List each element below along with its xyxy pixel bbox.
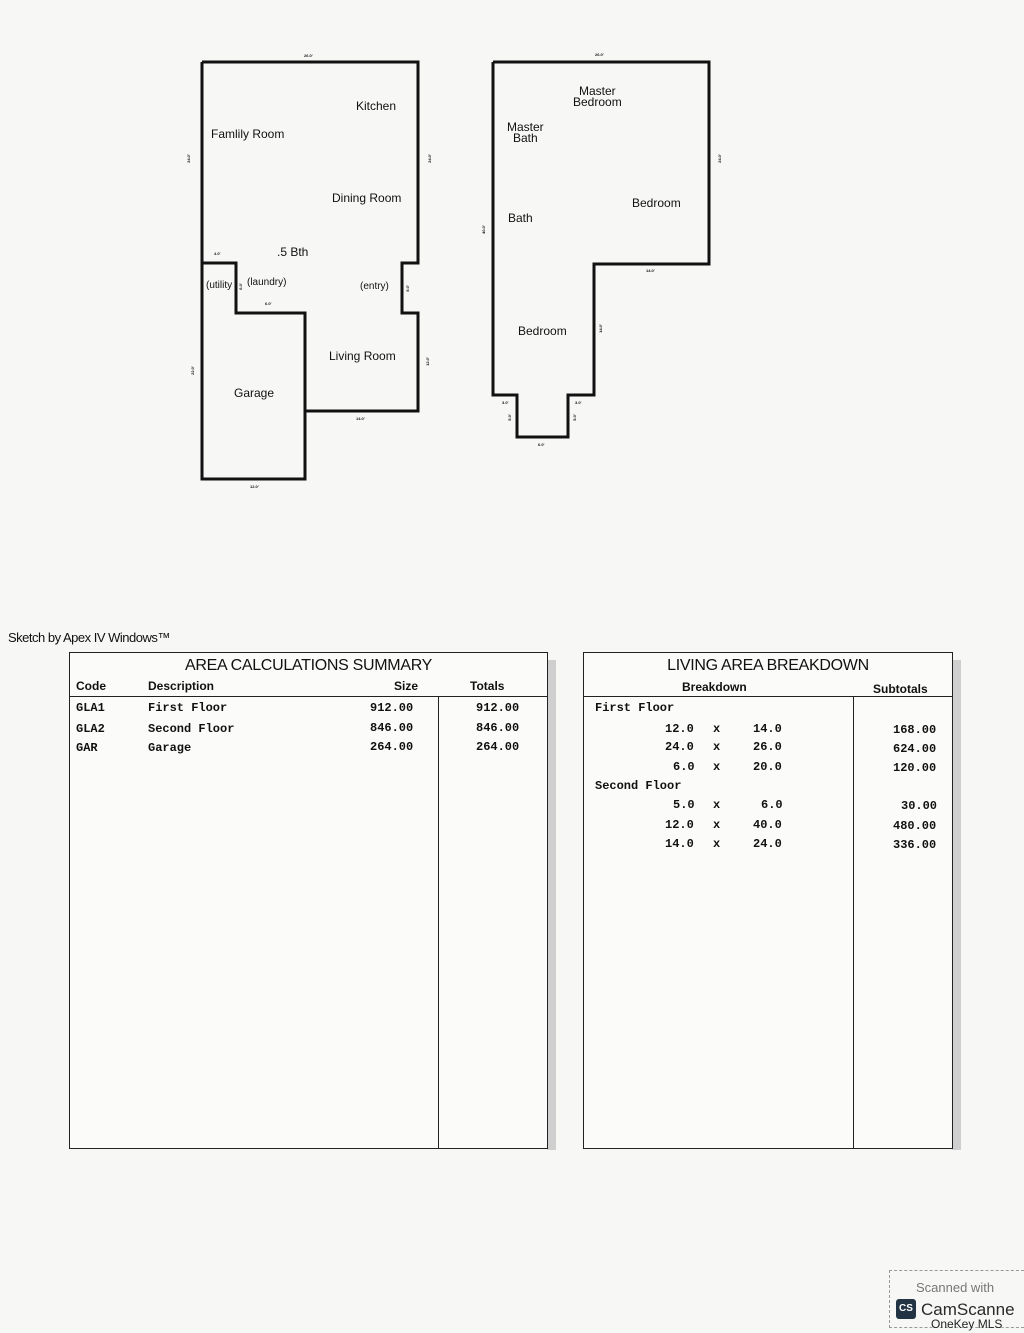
row-code: GAR <box>76 741 98 755</box>
living-area-title: LIVING AREA BREAKDOWN <box>667 657 869 674</box>
breakdown-dim-a: 5.0 <box>673 798 695 812</box>
row-size: 264.00 <box>370 740 414 754</box>
garage-label: Garage <box>234 386 275 400</box>
laundry-dim: 6.0' <box>237 283 243 290</box>
bedroom-right-label: Bedroom <box>632 196 681 210</box>
breakdown-subtotal: 336.00 <box>893 838 937 852</box>
breakdown-dim-b: 26.0 <box>753 740 782 754</box>
master-bedroom-label: Master Bedroom <box>573 84 622 109</box>
row-code: GLA2 <box>76 722 105 736</box>
scanned-with-text: Scanned with <box>916 1280 995 1295</box>
breakdown-times: x <box>713 760 721 774</box>
breakdown-header: Breakdown <box>682 680 747 694</box>
sketch-credit: Sketch by Apex IV Windows™ <box>8 630 170 645</box>
first-floor-top-dim: 26.0' <box>304 53 313 58</box>
breakdown-subtotal: 120.00 <box>893 761 937 775</box>
row-description: Second Floor <box>148 722 235 736</box>
second-floor-lower-right-dim: 14.0' <box>597 324 603 333</box>
breakdown-subtotal: 30.00 <box>901 799 938 813</box>
notch-left-top-dim: 3.0' <box>502 400 509 405</box>
row-size: 912.00 <box>370 701 414 715</box>
breakdown-subtotal: 168.00 <box>893 723 937 737</box>
laundry-label: (laundry) <box>247 277 287 288</box>
breakdown-times: x <box>713 740 721 754</box>
breakdown-dim-b: 20.0 <box>753 760 782 774</box>
living-area-panel: LIVING AREA BREAKDOWN Breakdown Subtotal… <box>583 652 953 1149</box>
utility-label: (utility <box>206 280 233 291</box>
breakdown-dim-b: 6.0 <box>761 798 783 812</box>
living-room-label: Living Room <box>329 349 396 363</box>
breakdown-dim-a: 24.0 <box>665 740 694 754</box>
size-header: Size <box>394 679 419 693</box>
breakdown-dim-b: 40.0 <box>753 818 782 832</box>
camscanner-logo-icon: CS <box>896 1299 916 1319</box>
breakdown-dim-b: 14.0 <box>753 722 782 736</box>
breakdown-times: x <box>713 818 721 832</box>
notch-bottom-dim: 6.0' <box>538 442 545 447</box>
second-floor-outline <box>491 60 711 439</box>
floor-plan-outlines <box>200 60 711 481</box>
breakdown-times: x <box>713 837 721 851</box>
garage-bottom-dim: 12.0' <box>250 484 259 489</box>
breakdown-times: x <box>713 798 721 812</box>
camscanner-name: CamScanne <box>921 1300 1015 1319</box>
family-room-label: Famlily Room <box>211 127 285 141</box>
second-floor-mid-dim: 14.0' <box>646 268 655 273</box>
second-floor-label: Second Floor <box>595 779 682 793</box>
utility-dim: 4.0' <box>214 251 221 256</box>
first-floor-label: First Floor <box>595 701 675 715</box>
living-bottom-dim: 14.0' <box>356 416 365 421</box>
entry-dim: 5.0' <box>404 285 410 292</box>
subtotals-column-line <box>853 697 854 1148</box>
dining-room-label: Dining Room <box>332 191 402 205</box>
entry-label: (entry) <box>360 281 389 292</box>
area-summary-title: AREA CALCULATIONS SUMMARY <box>184 657 433 674</box>
breakdown-dim-a: 14.0 <box>665 837 694 851</box>
notch-right-top-dim: 3.0' <box>575 400 582 405</box>
laundry-bottom-dim: 6.0' <box>265 301 272 306</box>
header-rule <box>70 696 547 697</box>
garage-outline <box>200 263 307 481</box>
header-rule <box>584 696 952 697</box>
breakdown-times: x <box>713 722 721 736</box>
row-total: 846.00 <box>476 721 520 735</box>
half-bath-label: .5 Bth <box>277 245 309 259</box>
camscanner-badge: Scanned with CS CamScanne <box>889 1270 1024 1328</box>
row-description: First Floor <box>148 701 228 715</box>
onekey-mls-watermark: OneKey MLS <box>931 1317 1003 1331</box>
first-floor-left-dim: 24.0' <box>185 154 191 163</box>
row-description: Garage <box>148 741 192 755</box>
kitchen-label: Kitchen <box>356 99 397 113</box>
notch-right-side-dim: 5.0' <box>571 414 577 421</box>
row-size: 846.00 <box>370 721 414 735</box>
code-header: Code <box>76 679 106 693</box>
garage-left-dim: 22.0' <box>189 366 195 375</box>
breakdown-dim-a: 12.0 <box>665 818 694 832</box>
totals-header: Totals <box>470 679 505 693</box>
subtotals-header: Subtotals <box>873 682 928 696</box>
breakdown-dim-a: 12.0 <box>665 722 694 736</box>
breakdown-subtotal: 624.00 <box>893 742 937 756</box>
area-summary-shadow <box>547 660 556 1150</box>
row-total: 912.00 <box>476 701 520 715</box>
living-right-dim: 12.0' <box>424 357 430 366</box>
master-bath-label: Master Bath <box>507 120 544 145</box>
bedroom-lower-label: Bedroom <box>518 324 567 338</box>
second-floor-top-dim: 26.0' <box>595 52 604 57</box>
breakdown-dim-a: 6.0 <box>673 760 695 774</box>
row-code: GLA1 <box>76 701 105 715</box>
totals-column-line <box>438 697 439 1148</box>
bath-label: Bath <box>508 211 533 225</box>
breakdown-dim-b: 24.0 <box>753 837 782 851</box>
breakdown-subtotal: 480.00 <box>893 819 937 833</box>
notch-left-side-dim: 5.0' <box>506 414 512 421</box>
first-floor-right-dim: 24.0' <box>426 154 432 163</box>
second-floor-left-dim: 40.0' <box>480 225 486 234</box>
description-header: Description <box>148 679 215 693</box>
living-area-shadow <box>952 660 961 1150</box>
second-floor-right-dim: 24.0' <box>716 154 722 163</box>
floor-plan-sketch: Kitchen Famlily Room Dining Room .5 Bth … <box>0 0 1024 520</box>
area-summary-panel: AREA CALCULATIONS SUMMARY Code Descripti… <box>69 652 548 1149</box>
row-total: 264.00 <box>476 740 520 754</box>
